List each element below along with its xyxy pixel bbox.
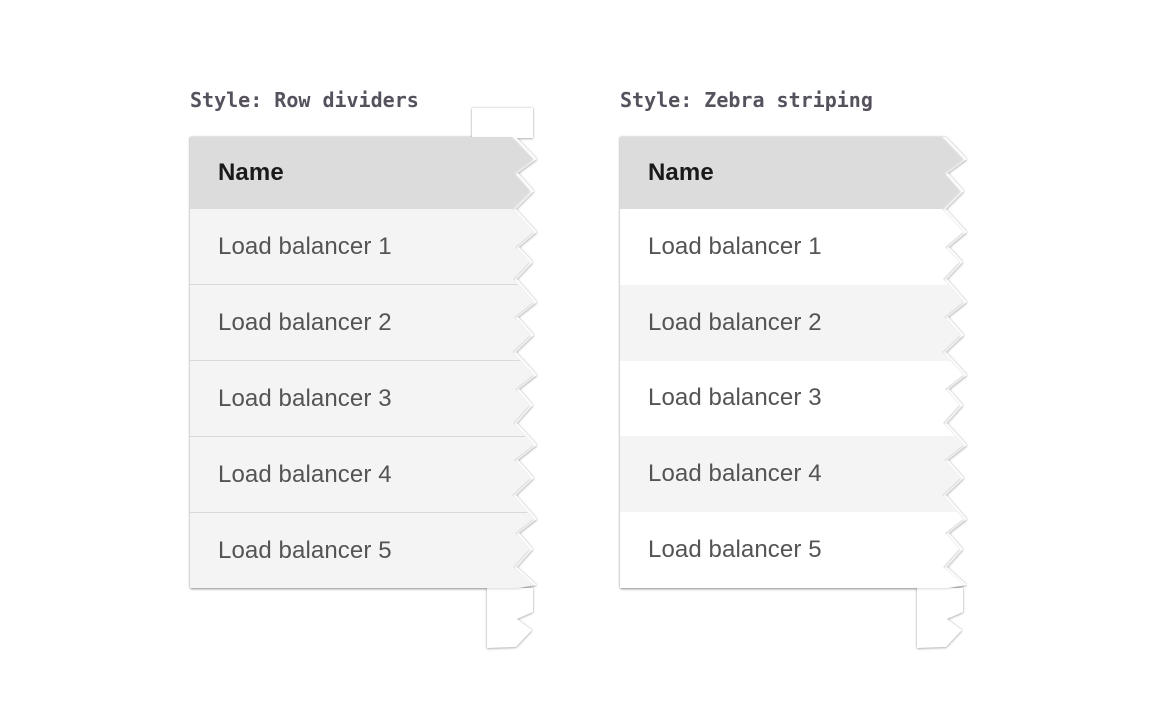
table-row: Load balancer 5 — [620, 512, 963, 588]
table-row: Load balancer 2 — [190, 284, 533, 360]
table-body: Load balancer 1 Load balancer 2 Load bal… — [620, 209, 963, 588]
torn-table-graphic: Name Load balancer 1 Load balancer 2 Loa… — [190, 108, 537, 648]
table-container: Name Load balancer 1 Load balancer 2 Loa… — [620, 137, 963, 588]
table-header-cell: Name — [190, 137, 533, 209]
example-table-zebra-striping: Name Load balancer 1 Load balancer 2 Loa… — [620, 137, 963, 588]
torn-paper-fragment-bottom — [917, 588, 963, 648]
table-container: Name Load balancer 1 Load balancer 2 Loa… — [190, 137, 533, 588]
table-row: Load balancer 2 — [620, 284, 963, 361]
table-row: Load balancer 1 — [190, 209, 533, 284]
figure-caption: Style: Zebra striping — [620, 88, 873, 112]
table-row: Load balancer 3 — [190, 360, 533, 436]
table-row: Load balancer 5 — [190, 512, 533, 588]
table-row: Load balancer 4 — [190, 436, 533, 512]
table-header-cell: Name — [620, 137, 963, 209]
table-row: Load balancer 4 — [620, 436, 963, 513]
torn-paper-fragment-top — [472, 108, 533, 138]
torn-table-graphic: Name Load balancer 1 Load balancer 2 Loa… — [620, 137, 967, 648]
torn-paper-fragment-bottom — [487, 588, 533, 648]
table-row: Load balancer 1 — [620, 209, 963, 285]
figure-caption: Style: Row dividers — [190, 88, 419, 112]
table-body: Load balancer 1 Load balancer 2 Load bal… — [190, 209, 533, 588]
table-row: Load balancer 3 — [620, 360, 963, 437]
figure-zebra-striping: Style: Zebra striping Name Load balancer… — [620, 88, 967, 648]
example-table-row-dividers: Name Load balancer 1 Load balancer 2 Loa… — [190, 137, 533, 588]
figure-row-dividers: Style: Row dividers Name Load balancer 1… — [190, 88, 537, 648]
